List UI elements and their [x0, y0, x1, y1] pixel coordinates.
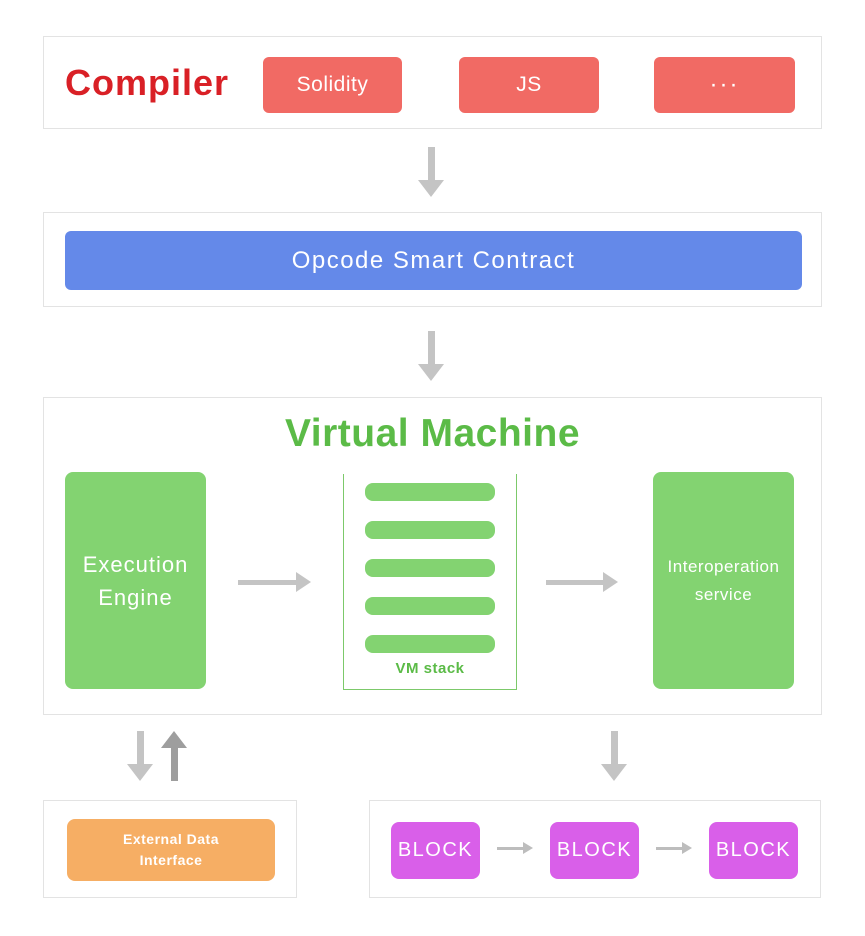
block-box: BLOCK	[391, 822, 480, 879]
arrow-head	[682, 842, 692, 854]
external-data-interface-box: External Data Interface	[67, 819, 275, 881]
arrow-right-icon	[546, 572, 618, 592]
arrow-shaft	[238, 579, 296, 585]
virtual-machine-panel: Virtual Machine Execution Engine VM stac…	[43, 397, 822, 715]
arrow-shaft	[427, 147, 435, 180]
arrow-shaft	[656, 846, 682, 850]
stack-slot	[365, 597, 495, 615]
arrow-right-small-icon	[497, 842, 533, 854]
arrow-down-icon	[127, 731, 153, 781]
arrow-shaft	[427, 331, 435, 364]
lang-button-js: JS	[459, 57, 599, 113]
arrow-shaft	[170, 748, 178, 781]
interoperation-service-box: Interoperation service	[653, 472, 794, 689]
arrow-head	[161, 731, 187, 748]
opcode-panel: Opcode Smart Contract	[43, 212, 822, 307]
arrow-shaft	[136, 731, 144, 764]
opcode-smart-contract-box: Opcode Smart Contract	[65, 231, 802, 290]
lang-button-solidity: Solidity	[263, 57, 402, 113]
stack-slot	[365, 559, 495, 577]
block-box: BLOCK	[709, 822, 798, 879]
block-box: BLOCK	[550, 822, 639, 879]
blockchain-panel: BLOCK BLOCK BLOCK	[369, 800, 821, 898]
arrow-head	[127, 764, 153, 781]
external-data-panel: External Data Interface	[43, 800, 297, 898]
compiler-panel: Compiler Solidity JS ···	[43, 36, 822, 129]
arrow-head	[603, 572, 618, 592]
arrow-shaft	[497, 846, 523, 850]
arrow-down-icon	[418, 147, 444, 197]
arrow-down-icon	[418, 331, 444, 381]
arrow-head	[601, 764, 627, 781]
virtual-machine-title: Virtual Machine	[284, 412, 581, 455]
vm-stack-label: VM stack	[395, 660, 465, 677]
lang-button-more: ···	[654, 57, 795, 113]
arrow-shaft	[610, 731, 618, 764]
arrow-down-icon	[601, 731, 627, 781]
vm-stack: VM stack	[343, 474, 517, 690]
stack-slot	[365, 483, 495, 501]
arrow-head	[418, 180, 444, 197]
compiler-title: Compiler	[65, 61, 230, 103]
arrow-head	[296, 572, 311, 592]
execution-engine-box: Execution Engine	[65, 472, 206, 689]
arrow-right-icon	[238, 572, 311, 592]
arrow-head	[523, 842, 533, 854]
stack-slot	[365, 521, 495, 539]
stack-slot	[365, 635, 495, 653]
arrow-up-icon	[161, 731, 187, 781]
arrow-shaft	[546, 579, 603, 585]
arrow-right-small-icon	[656, 842, 692, 854]
arrow-head	[418, 364, 444, 381]
